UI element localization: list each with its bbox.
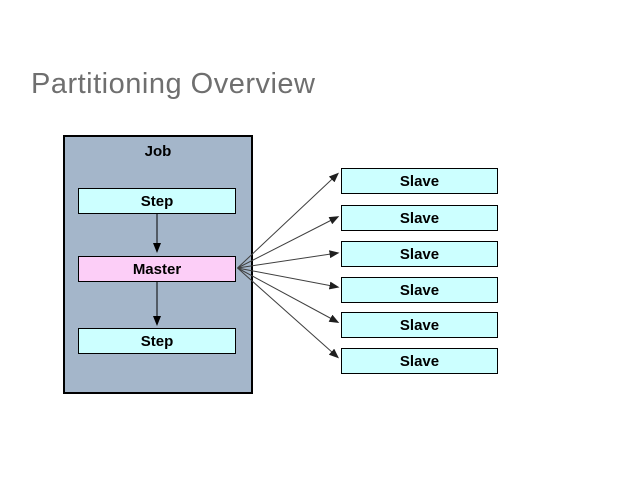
slave-box-6: Slave bbox=[341, 348, 498, 374]
page-title: Partitioning Overview bbox=[31, 68, 316, 100]
master-box: Master bbox=[78, 256, 236, 282]
slave-box-2: Slave bbox=[341, 205, 498, 231]
slave-label-6: Slave bbox=[399, 352, 440, 370]
slave-label-3: Slave bbox=[399, 245, 440, 263]
master-label: Master bbox=[132, 260, 182, 278]
slave-label-2: Slave bbox=[399, 209, 440, 227]
slave-label-4: Slave bbox=[399, 281, 440, 299]
job-label: Job bbox=[144, 143, 172, 160]
slave-box-1: Slave bbox=[341, 168, 498, 194]
step-top-label: Step bbox=[140, 192, 174, 210]
step-box-top: Step bbox=[78, 188, 236, 214]
slave-label-1: Slave bbox=[399, 172, 440, 190]
slave-label-5: Slave bbox=[399, 316, 440, 334]
slave-box-4: Slave bbox=[341, 277, 498, 303]
slave-box-5: Slave bbox=[341, 312, 498, 338]
job-container: Job Step Master Step bbox=[63, 135, 253, 394]
slave-box-3: Slave bbox=[341, 241, 498, 267]
step-box-bottom: Step bbox=[78, 328, 236, 354]
step-bottom-label: Step bbox=[140, 332, 174, 350]
